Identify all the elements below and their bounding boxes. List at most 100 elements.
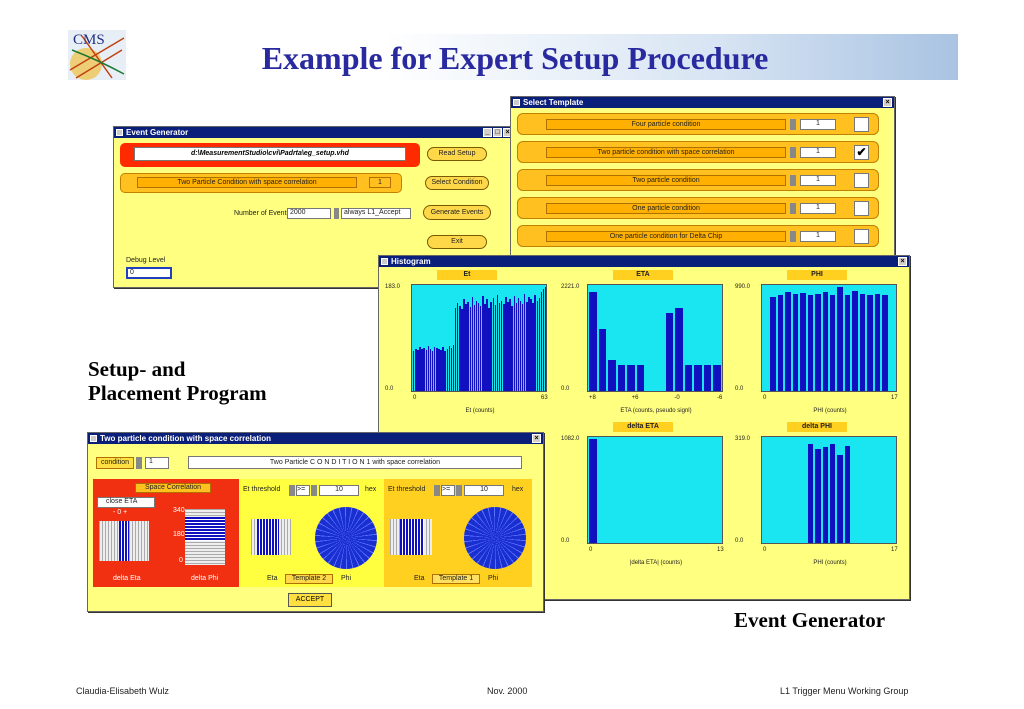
mode-select[interactable]: always L1_Accept [341,208,411,219]
threshold-input-1[interactable]: 10 [319,485,359,496]
template-2-panel: Et threshold >= 10 hex Eta Template 2 Ph… [239,479,384,587]
spinner-icon[interactable] [790,119,796,130]
phi-wheel-2[interactable] [464,507,526,569]
histogram-bar [469,306,472,391]
eta-label-1: Eta [267,575,278,582]
eta-grid-2[interactable] [390,519,432,555]
phi-label-2: Phi [488,575,499,582]
close-icon[interactable]: × [898,257,907,266]
generate-events-button[interactable]: Generate Events [423,205,491,220]
template-checkbox[interactable] [854,201,869,216]
histogram-bar [521,303,524,391]
template-checkbox[interactable] [854,229,869,244]
template-value[interactable]: 1 [800,203,836,214]
event-generator-titlebar[interactable]: Event Generator _ □ × [114,127,514,138]
x-tick-label: 0 [763,547,767,553]
template-name: Two particle condition with space correl… [546,147,786,158]
histogram-bar [617,365,626,391]
x-tick-label: 63 [541,395,548,401]
debug-level-input[interactable]: 0 [126,267,172,279]
spinner-icon[interactable] [790,203,796,214]
histogram-bar [540,292,543,391]
condition-value[interactable]: 1 [145,457,169,469]
histogram-bar [496,295,499,391]
two-particle-titlebar[interactable]: Two particle condition with space correl… [88,433,543,444]
template-value[interactable]: 1 [800,231,836,242]
delta-phi-label: delta Phi [191,575,219,582]
window-icon [381,258,388,265]
x-tick-label: +8 [589,395,596,401]
close-eta-select[interactable]: close ETA [97,497,155,508]
exit-button[interactable]: Exit [427,235,487,249]
histogram-bar [882,295,888,391]
histogram-bar [867,295,873,391]
condition-number[interactable]: 1 [369,177,391,188]
template-2-label[interactable]: Template 2 [285,574,333,584]
maximize-icon[interactable]: □ [493,128,502,137]
phi-wheel-1[interactable] [315,507,377,569]
spinner-icon[interactable] [790,231,796,242]
template-checkbox[interactable]: ✔ [854,145,869,160]
histogram-bar [461,308,463,391]
spinner-icon[interactable] [289,485,295,496]
spinner-icon[interactable] [136,457,142,469]
histogram-bar [830,295,836,391]
histogram-bar [837,287,843,391]
histogram-bar [454,307,457,391]
setup-caption-line1: Setup- and [88,357,186,381]
histogram-bar [452,345,455,391]
close-icon[interactable]: × [883,98,892,107]
spinner-icon[interactable] [434,485,440,496]
condition-label: condition [96,457,134,469]
histogram-titlebar[interactable]: Histogram × [379,256,909,267]
select-template-titlebar[interactable]: Select Template × [511,97,894,108]
select-condition-button[interactable]: Select Condition [425,176,489,190]
close-icon[interactable]: × [532,434,541,443]
histogram-title: Histogram [391,257,431,266]
delta-eta-label: delta Eta [113,575,141,582]
minimize-icon[interactable]: _ [483,128,492,137]
spinner-icon[interactable] [790,175,796,186]
x-axis-label: Et (counts) [465,408,495,414]
histogram-bar [415,349,417,391]
template-value[interactable]: 1 [800,147,836,158]
histogram-bar [473,304,476,391]
histogram-bar [427,346,430,391]
template-value[interactable]: 1 [800,119,836,130]
template-value[interactable]: 1 [800,175,836,186]
op-select-1[interactable]: >= [296,485,310,496]
template-1-label[interactable]: Template 1 [432,574,480,584]
template-row[interactable]: Two particle condition with space correl… [517,141,879,163]
histogram-bar [822,447,828,543]
histogram-bar [703,365,712,391]
x-axis-label: PHI (counts) [813,408,847,414]
delta-eta-grid[interactable] [99,521,149,561]
et-threshold-label-1: Et threshold [243,486,281,493]
spinner-icon[interactable] [456,485,462,496]
read-setup-button[interactable]: Read Setup [427,147,487,161]
delta-phi-grid[interactable] [185,509,225,565]
accept-button[interactable]: ACCEPT [288,593,332,607]
num-events-input[interactable]: 2000 [287,208,331,219]
threshold-input-2[interactable]: 10 [464,485,504,496]
title-band [0,34,958,80]
spinner-icon[interactable] [311,485,317,496]
file-path-input[interactable]: d:\MeasurementStudio\cvi\Padrta\eg_setup… [134,147,406,161]
spinner-icon[interactable] [790,147,796,158]
eta-grid-1[interactable] [251,519,291,555]
template-checkbox[interactable] [854,117,869,132]
histogram-bar [830,444,836,543]
histogram-bar [467,301,469,391]
op-select-2[interactable]: >= [441,485,455,496]
two-particle-window: Two particle condition with space correl… [87,432,544,612]
spinner-icon[interactable] [334,208,339,219]
histogram-bar [450,348,453,391]
eta-label-2: Eta [414,575,425,582]
template-checkbox[interactable] [854,173,869,188]
